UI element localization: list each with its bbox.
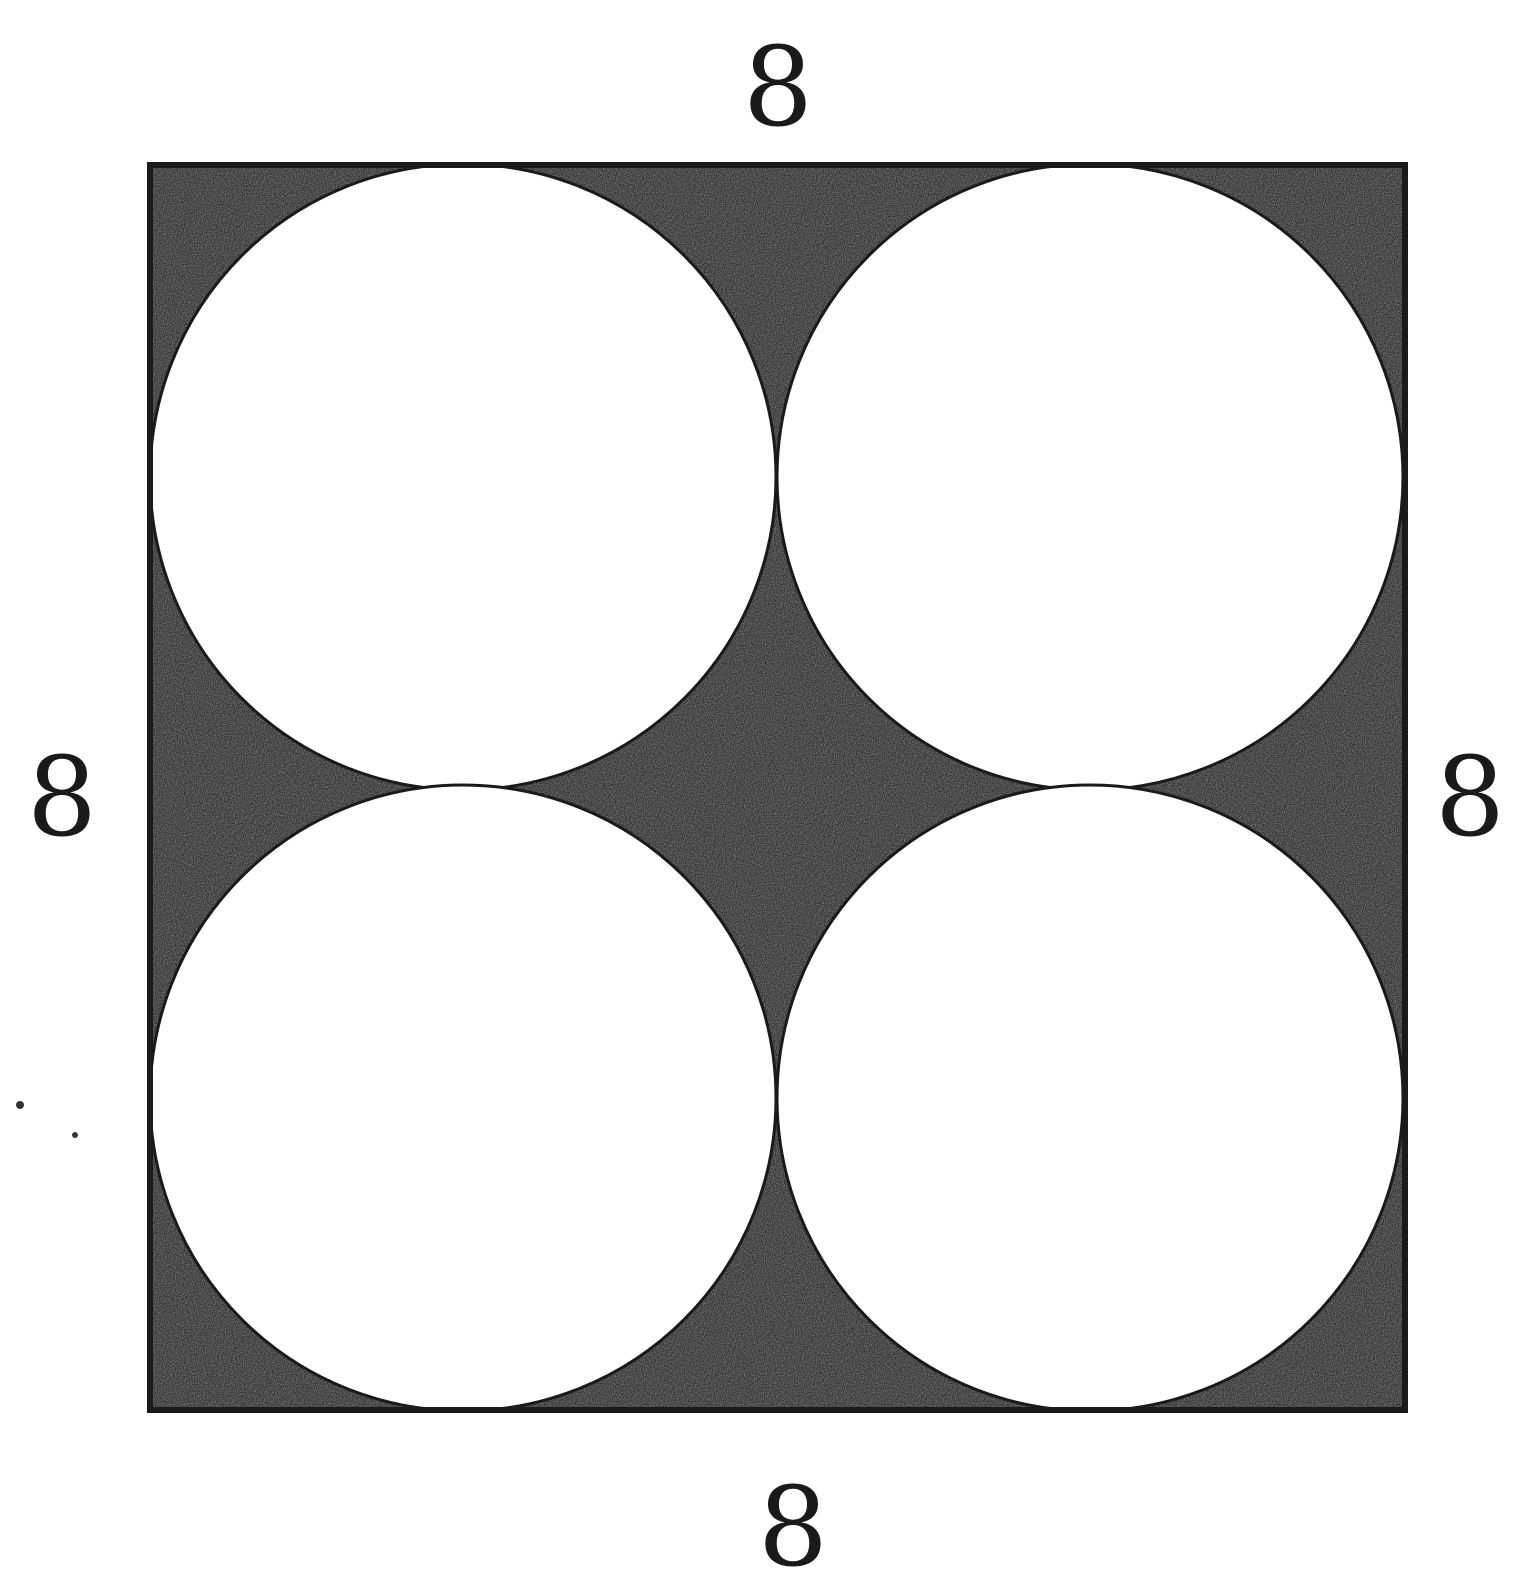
right-side-label: 8 [1435,733,1505,861]
bottom-side-label: 8 [758,1463,828,1576]
circle-top-right [775,162,1405,792]
top-side-label: 8 [743,23,813,151]
circles-group [148,162,1405,1413]
scan-speck [72,1132,78,1138]
square-outline [147,162,1408,1413]
scan-speck [16,1101,24,1109]
circle-top-left [148,162,778,792]
circle-bottom-left [148,783,778,1413]
circle-bottom-right [775,783,1405,1413]
left-side-label: 8 [27,733,97,861]
